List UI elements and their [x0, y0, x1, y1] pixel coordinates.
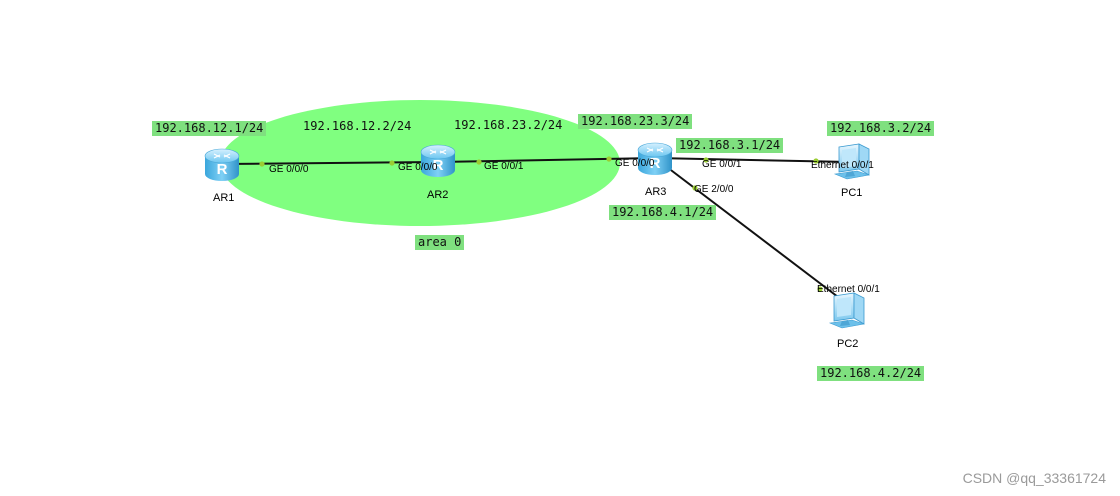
port-label-ar1-g000: GE 0/0/0 — [269, 164, 309, 175]
port-label-ar3-g200: GE 2/0/0 — [694, 184, 734, 195]
port-dot-ar3-g000 — [606, 156, 612, 162]
port-dot-pc1-eth — [813, 158, 819, 164]
port-label-ar3-g000: GE 0/0/0 — [615, 158, 655, 169]
ip-label-ar2-right: 192.168.23.2/24 — [454, 118, 563, 132]
port-dot-pc2-eth — [817, 286, 823, 292]
ip-label-ar1: 192.168.12.1/24 — [152, 121, 267, 136]
port-label-pc1-eth: Ethernet 0/0/1 — [811, 160, 874, 171]
ip-label-ar3-pc2: 192.168.4.1/24 — [609, 205, 717, 220]
port-dot-ar3-g200 — [692, 185, 698, 191]
device-name-pc1: PC1 — [841, 187, 863, 199]
ip-label-ar2-left: 192.168.12.2/24 — [303, 119, 412, 133]
device-name-pc2: PC2 — [837, 338, 859, 350]
port-label-ar2-g000: GE 0/0/0 — [398, 162, 438, 173]
link-ar3-pc2 — [654, 157, 843, 301]
device-name-ar2: AR2 — [427, 189, 449, 201]
port-dot-ar2-g000 — [389, 160, 395, 166]
ip-label-pc2: 192.168.4.2/24 — [817, 366, 925, 381]
link-ar1-ar2 — [221, 161, 439, 165]
link-ar2-ar3 — [437, 157, 656, 163]
router-ar1[interactable] — [204, 148, 240, 182]
ip-label-ar3-left: 192.168.23.3/24 — [578, 114, 693, 129]
port-label-ar3-g001: GE 0/0/1 — [702, 159, 742, 170]
area-label: area 0 — [415, 235, 465, 250]
port-dots — [259, 156, 823, 292]
port-dot-ar3-g001 — [703, 157, 709, 163]
port-label-pc2-eth: Ethernet 0/0/1 — [817, 284, 880, 295]
port-dot-ar1-g000 — [259, 161, 265, 167]
device-name-ar1: AR1 — [213, 192, 235, 204]
port-label-ar2-g001: GE 0/0/1 — [484, 161, 524, 172]
ip-label-pc1: 192.168.3.2/24 — [827, 121, 935, 136]
pc-pc2[interactable] — [829, 292, 865, 329]
port-dot-ar2-g001 — [476, 159, 482, 165]
ip-label-ar3-pc1: 192.168.3.1/24 — [676, 138, 784, 153]
watermark: CSDN @qq_33361724 — [962, 470, 1106, 486]
device-name-ar3: AR3 — [645, 186, 667, 198]
